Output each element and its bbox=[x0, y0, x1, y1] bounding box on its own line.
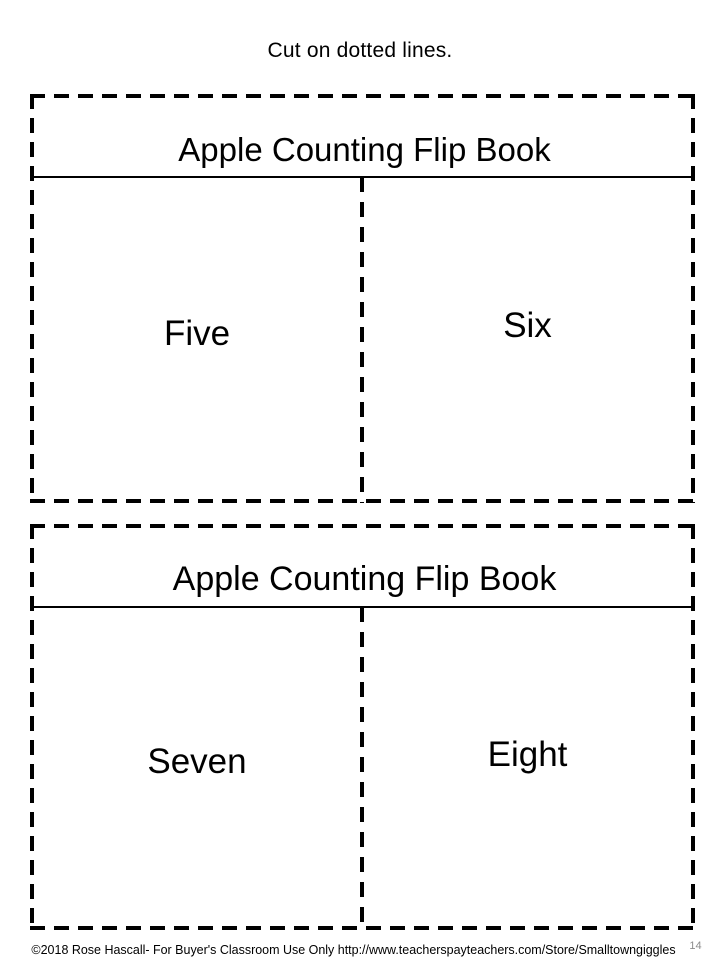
card-word-left: Seven bbox=[147, 742, 247, 781]
card-dashed-border-left bbox=[30, 94, 34, 503]
page-footer: ©2018 Rose Hascall- For Buyer's Classroo… bbox=[0, 938, 720, 958]
card-dashed-border-right bbox=[691, 94, 695, 503]
card-word-right: Six bbox=[503, 306, 552, 345]
card-dashed-divider-vertical bbox=[360, 607, 364, 930]
flip-book-card: Apple Counting Flip Book Seven Eight bbox=[30, 524, 695, 930]
card-dashed-divider-vertical bbox=[360, 177, 364, 503]
card-dashed-border-left bbox=[30, 524, 34, 930]
card-title-rule bbox=[34, 176, 695, 178]
page-number: 14 bbox=[689, 940, 702, 952]
card-title: Apple Counting Flip Book bbox=[178, 131, 551, 168]
card-title: Apple Counting Flip Book bbox=[172, 560, 557, 598]
card-dashed-border-right bbox=[691, 524, 695, 930]
card-dashed-border-top bbox=[30, 94, 695, 98]
card-dashed-border-top bbox=[30, 524, 695, 528]
copyright-credit-text: ©2018 Rose Hascall- For Buyer's Classroo… bbox=[31, 942, 676, 958]
card-word-right: Eight bbox=[487, 735, 568, 774]
flip-book-card: Apple Counting Flip Book Five Six bbox=[30, 94, 695, 503]
cut-instruction-text: Cut on dotted lines. bbox=[267, 39, 453, 62]
card-title-rule bbox=[34, 606, 695, 608]
card-word-left: Five bbox=[163, 314, 231, 353]
